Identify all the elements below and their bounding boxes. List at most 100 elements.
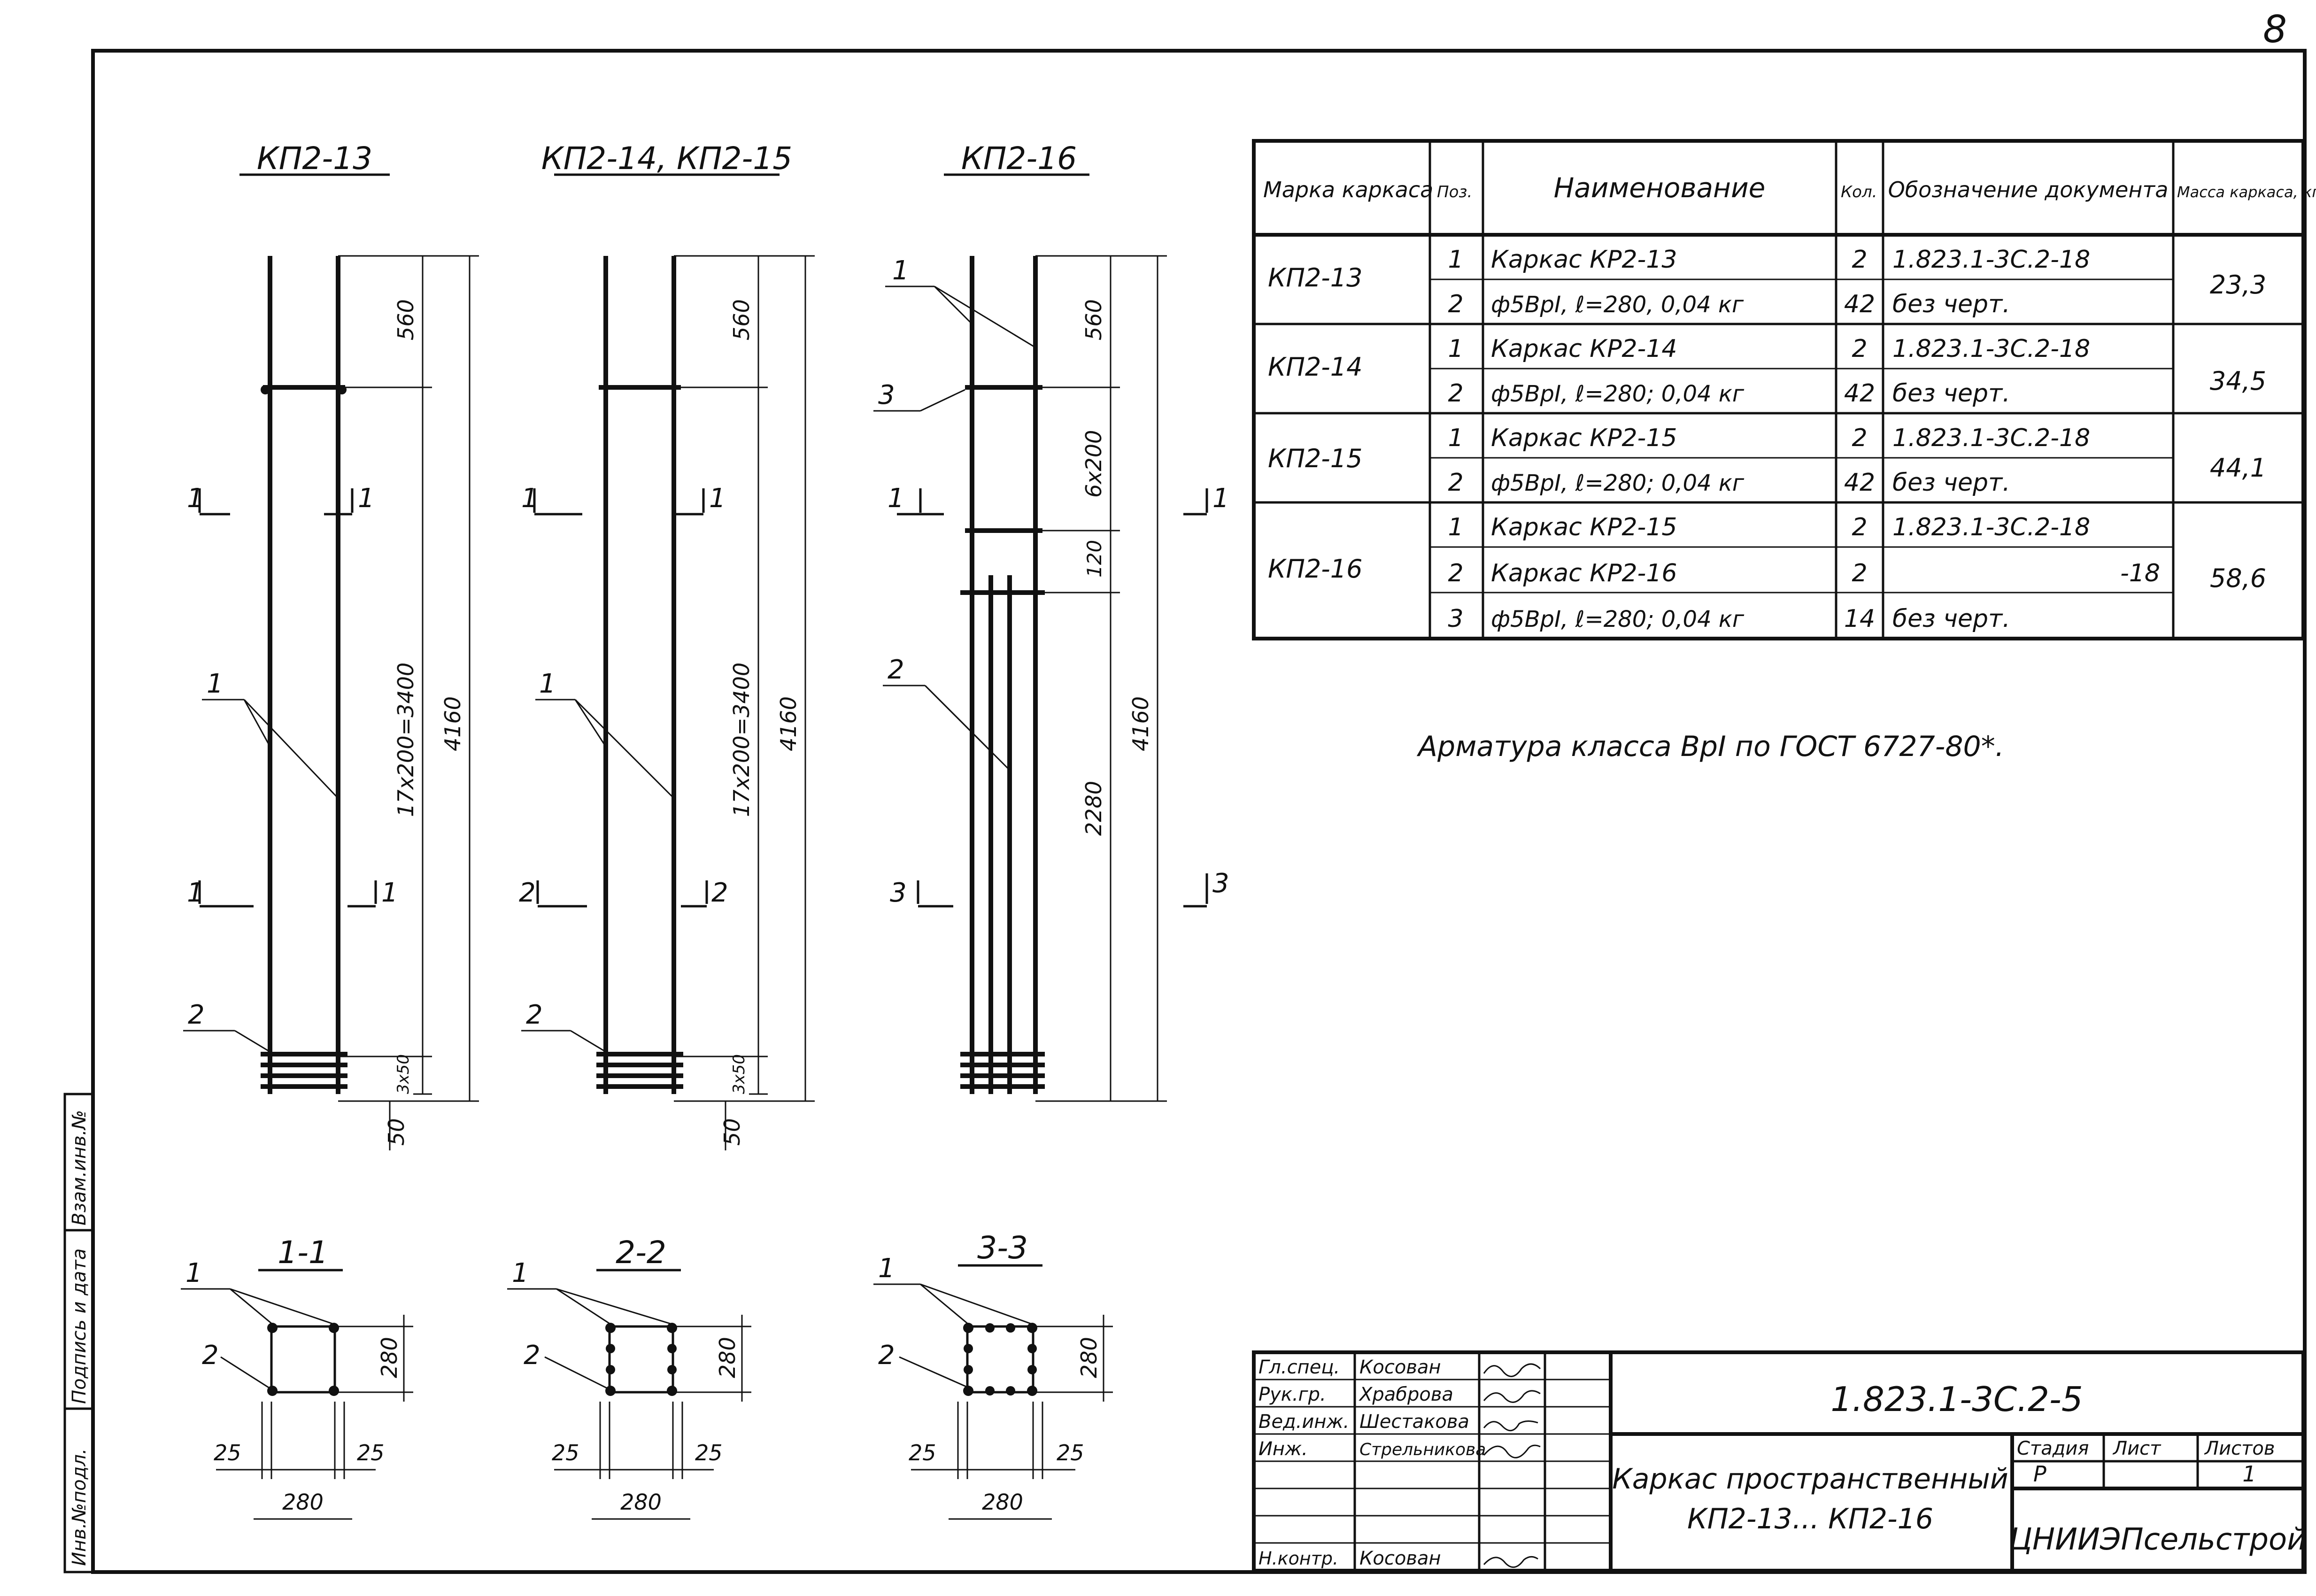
sheets-value: 1 bbox=[2242, 1461, 2256, 1487]
row-doc: 1.823.1-3С.2-18 bbox=[1892, 335, 2090, 363]
sheets-label: Листов bbox=[2204, 1438, 2275, 1459]
dim-total: 4160 bbox=[1128, 696, 1153, 751]
dim-25: 25 bbox=[214, 1440, 241, 1465]
row-name: ф5ВрI, ℓ=280; 0,04 кг bbox=[1491, 606, 1745, 632]
row-name: Каркас КР2-14 bbox=[1491, 335, 1677, 363]
section-2-2: 2-2 1 2 280 25 25 280 bbox=[507, 1234, 751, 1520]
role-name: Косован bbox=[1359, 1548, 1441, 1569]
leader-label: 2 bbox=[878, 1340, 895, 1371]
leader-label: 2 bbox=[524, 1340, 540, 1371]
row-qty: 2 bbox=[1852, 335, 1867, 363]
row-doc: без черт. bbox=[1892, 379, 2010, 408]
header-mark: Марка каркаса bbox=[1263, 177, 1433, 202]
row-name: ф5ВрI, ℓ=280, 0,04 кг bbox=[1491, 292, 1744, 318]
role: Гл.спец. bbox=[1258, 1357, 1340, 1378]
row-doc: без черт. bbox=[1892, 469, 2010, 497]
signature-icon bbox=[1483, 1556, 1538, 1568]
doc-name-line1: Каркас пространственный bbox=[1612, 1463, 2008, 1496]
dim-280: 280 bbox=[715, 1337, 740, 1378]
dim-25: 25 bbox=[909, 1440, 936, 1465]
dim-50: 50 bbox=[384, 1118, 409, 1146]
section-title: 2-2 bbox=[616, 1234, 666, 1271]
section-mark: 1 bbox=[381, 878, 398, 908]
dim-ties: 3х50 bbox=[730, 1054, 749, 1094]
stage-value: Р bbox=[2033, 1461, 2046, 1487]
leader-label: 1 bbox=[539, 669, 556, 699]
dim-560: 560 bbox=[729, 299, 754, 340]
row-name: ф5ВрI, ℓ=280; 0,04 кг bbox=[1491, 381, 1745, 407]
row-doc: 1.823.1-3С.2-18 bbox=[1892, 424, 2090, 452]
organization: ЦНИИЭПсельстрой bbox=[2009, 1522, 2306, 1557]
row-doc: -18 bbox=[2120, 559, 2160, 587]
page-number: 8 bbox=[2263, 8, 2287, 51]
role: Инж. bbox=[1258, 1438, 1308, 1460]
dim-120: 120 bbox=[1083, 540, 1106, 578]
group-mark: КП2-16 bbox=[1268, 554, 1363, 584]
row-doc: 1.823.1-3С.2-18 bbox=[1892, 513, 2090, 541]
group-mark: КП2-13 bbox=[1268, 263, 1363, 293]
dim-25: 25 bbox=[695, 1440, 723, 1465]
leader-label: 1 bbox=[892, 255, 909, 286]
group-mass: 44,1 bbox=[2210, 453, 2266, 483]
side-stamp: Инв.№подл. Подпись и дата Взам.инв.№ bbox=[63, 1093, 94, 1573]
section-title: 1-1 bbox=[278, 1234, 328, 1271]
dim-25: 25 bbox=[552, 1440, 579, 1465]
dim-50: 50 bbox=[719, 1118, 745, 1146]
signature-icon bbox=[1483, 1444, 1541, 1458]
section-1-1: 1-1 1 2 280 25 25 280 bbox=[181, 1234, 413, 1520]
row-qty: 2 bbox=[1852, 424, 1867, 452]
row-qty: 42 bbox=[1844, 290, 1875, 318]
group-mark: КП2-15 bbox=[1268, 444, 1363, 473]
dim-total: 4160 bbox=[776, 696, 801, 751]
section-title: 3-3 bbox=[977, 1230, 1028, 1266]
role-name: Стрельникова bbox=[1359, 1440, 1486, 1459]
section-mark: 1 bbox=[187, 483, 204, 514]
row-qty: 2 bbox=[1852, 513, 1867, 541]
section-mark: 3 bbox=[1212, 868, 1229, 899]
section-mark: 1 bbox=[1212, 483, 1229, 514]
side-stamp-inv: Инв.№подл. bbox=[69, 1448, 90, 1566]
dim-280: 280 bbox=[282, 1489, 324, 1515]
view-title: КП2-13 bbox=[257, 140, 372, 177]
row-name: Каркас КР2-15 bbox=[1491, 513, 1677, 541]
view-kp2-13: КП2-13 560 17х200=3400 4160 3х50 50 1 1 … bbox=[183, 140, 479, 1150]
leader-label: 1 bbox=[207, 669, 224, 699]
row-qty: 2 bbox=[1852, 246, 1867, 274]
view-kp2-14-15: КП2-14, КП2-15 560 17х200=3400 4160 3х50… bbox=[519, 140, 815, 1150]
row-doc: без черт. bbox=[1892, 290, 2010, 318]
role: Рук.гр. bbox=[1258, 1384, 1326, 1405]
view-kp2-16: КП2-16 560 6х200 120 2280 4160 1 1 3 3 1 bbox=[873, 140, 1229, 1102]
signature-icon bbox=[1483, 1390, 1541, 1403]
dim-pitch: 6х200 bbox=[1081, 430, 1106, 498]
row-doc: 1.823.1-3С.2-18 bbox=[1892, 246, 2090, 274]
row-pos: 3 bbox=[1448, 605, 1463, 633]
group-mass: 34,5 bbox=[2210, 366, 2266, 396]
header-qty: Кол. bbox=[1841, 183, 1877, 201]
section-mark: 3 bbox=[890, 878, 907, 908]
dim-25: 25 bbox=[357, 1440, 385, 1465]
spec-table: Марка каркаса Поз. Наименование Кол. Обо… bbox=[1252, 139, 2316, 640]
section-mark: 2 bbox=[711, 878, 728, 908]
row-pos: 2 bbox=[1448, 290, 1463, 318]
row-qty: 42 bbox=[1844, 469, 1875, 497]
row-name: ф5ВрI, ℓ=280; 0,04 кг bbox=[1491, 470, 1745, 496]
sheet-label: Лист bbox=[2112, 1438, 2162, 1459]
note-text: Арматура класса ВрI по ГОСТ 6727-80*. bbox=[1416, 730, 2004, 763]
leader-label: 1 bbox=[185, 1258, 202, 1288]
section-3-3: 3-3 1 2 280 25 25 280 bbox=[873, 1230, 1113, 1520]
dim-2280: 2280 bbox=[1081, 781, 1106, 836]
dim-280: 280 bbox=[377, 1337, 402, 1378]
role: Вед.инж. bbox=[1258, 1411, 1349, 1433]
dim-280: 280 bbox=[1076, 1337, 1102, 1378]
dim-560: 560 bbox=[393, 299, 418, 340]
dim-25: 25 bbox=[1057, 1440, 1084, 1465]
row-name: Каркас КР2-15 bbox=[1491, 424, 1677, 452]
dim-pitch: 17х200=3400 bbox=[393, 663, 418, 817]
group-mark: КП2-14 bbox=[1268, 352, 1363, 382]
header-pos: Поз. bbox=[1437, 183, 1472, 201]
row-pos: 1 bbox=[1448, 513, 1463, 541]
row-qty: 2 bbox=[1852, 559, 1867, 587]
role-name: Храброва bbox=[1359, 1384, 1453, 1405]
dim-560: 560 bbox=[1081, 299, 1106, 340]
signature-icon bbox=[1483, 1420, 1538, 1432]
